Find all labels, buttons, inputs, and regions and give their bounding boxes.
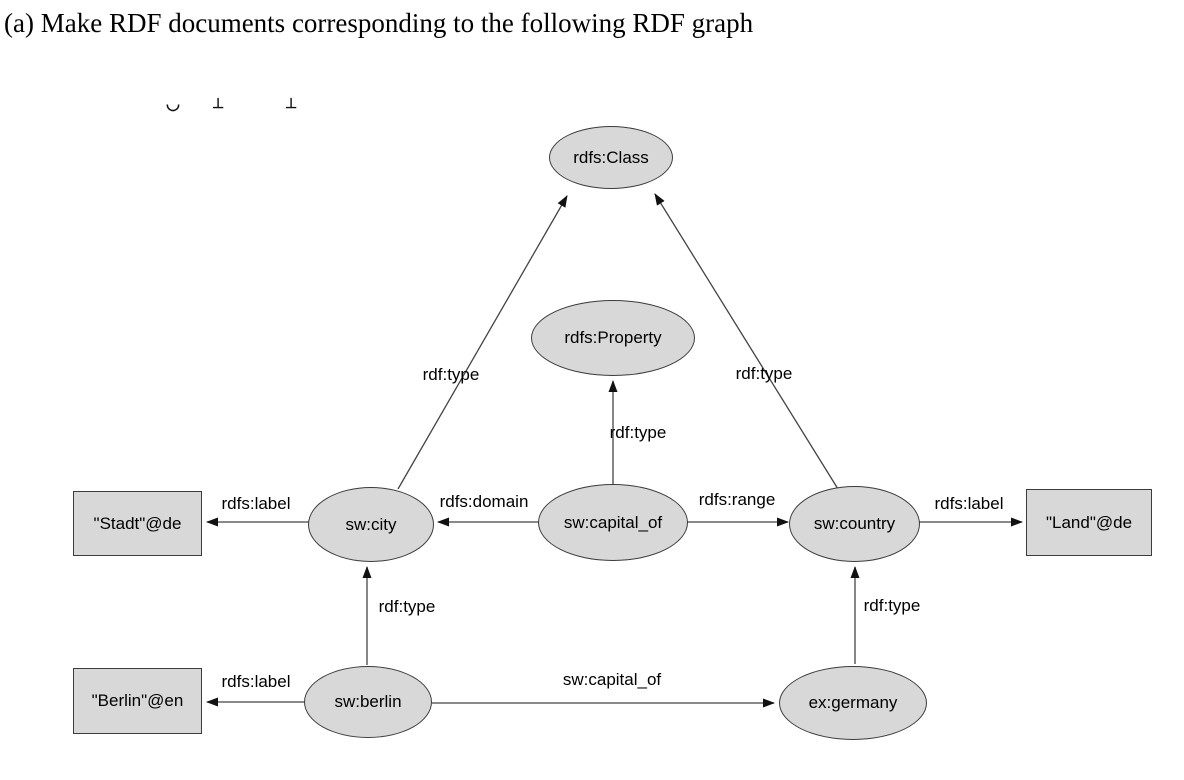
node-literal-berlin-label: "Berlin"@en — [91, 691, 184, 710]
node-literal-berlin: "Berlin"@en — [73, 668, 202, 734]
node-sw-berlin-label: sw:berlin — [334, 692, 402, 711]
node-sw-city-label: sw:city — [345, 514, 397, 534]
edge-label-country-type-class: rdf:type — [735, 364, 793, 383]
edge-label-capital-of-domain-city: rdfs:domain — [439, 492, 529, 511]
node-literal-stadt: "Stadt"@de — [73, 491, 202, 556]
node-ex-germany-label: ex:germany — [808, 693, 898, 712]
edge-label-city-type-class: rdf:type — [422, 365, 480, 384]
node-sw-country-label: sw:country — [813, 514, 896, 533]
node-rdfs-property-label: rdfs:Property — [564, 328, 662, 347]
node-sw-berlin: sw:berlin — [304, 666, 432, 738]
cropped-text-fragment: ◡ — [166, 96, 180, 113]
node-sw-capital-of: sw:capital_of — [538, 484, 688, 561]
node-literal-land: "Land"@de — [1026, 489, 1152, 556]
edge-label-berlin-capital-of-germany: sw:capital_of — [562, 670, 662, 689]
cropped-text-fragment: ⊥ — [285, 97, 298, 112]
node-rdfs-property: rdfs:Property — [531, 300, 695, 376]
edge-label-germany-type-country: rdf:type — [863, 596, 921, 615]
edge-label-country-label-land: rdfs:label — [934, 494, 1004, 513]
node-rdfs-class: rdfs:Class — [549, 126, 673, 189]
node-sw-city: sw:city — [308, 487, 434, 562]
cropped-text-fragment: ⊥ — [212, 97, 225, 112]
edge-label-city-label-stadt: rdfs:label — [221, 494, 291, 513]
page-title: (a) Make RDF documents corresponding to … — [4, 8, 754, 38]
edge-label-berlin-type-city: rdf:type — [378, 597, 436, 616]
edge-city-type-class — [397, 195, 568, 490]
edge-label-capital-of-range-country: rdfs:range — [698, 490, 776, 509]
edge-label-capital-of-type-property: rdf:type — [609, 423, 667, 442]
node-sw-country: sw:country — [789, 486, 920, 562]
node-sw-capital-of-label: sw:capital_of — [563, 512, 663, 532]
edge-country-type-class — [654, 193, 839, 490]
node-ex-germany: ex:germany — [779, 666, 927, 740]
node-rdfs-class-label: rdfs:Class — [573, 147, 649, 167]
node-literal-stadt-label: "Stadt"@de — [93, 513, 182, 533]
node-literal-land-label: "Land"@de — [1045, 512, 1133, 532]
edge-label-berlin-label-berlin: rdfs:label — [221, 672, 291, 691]
